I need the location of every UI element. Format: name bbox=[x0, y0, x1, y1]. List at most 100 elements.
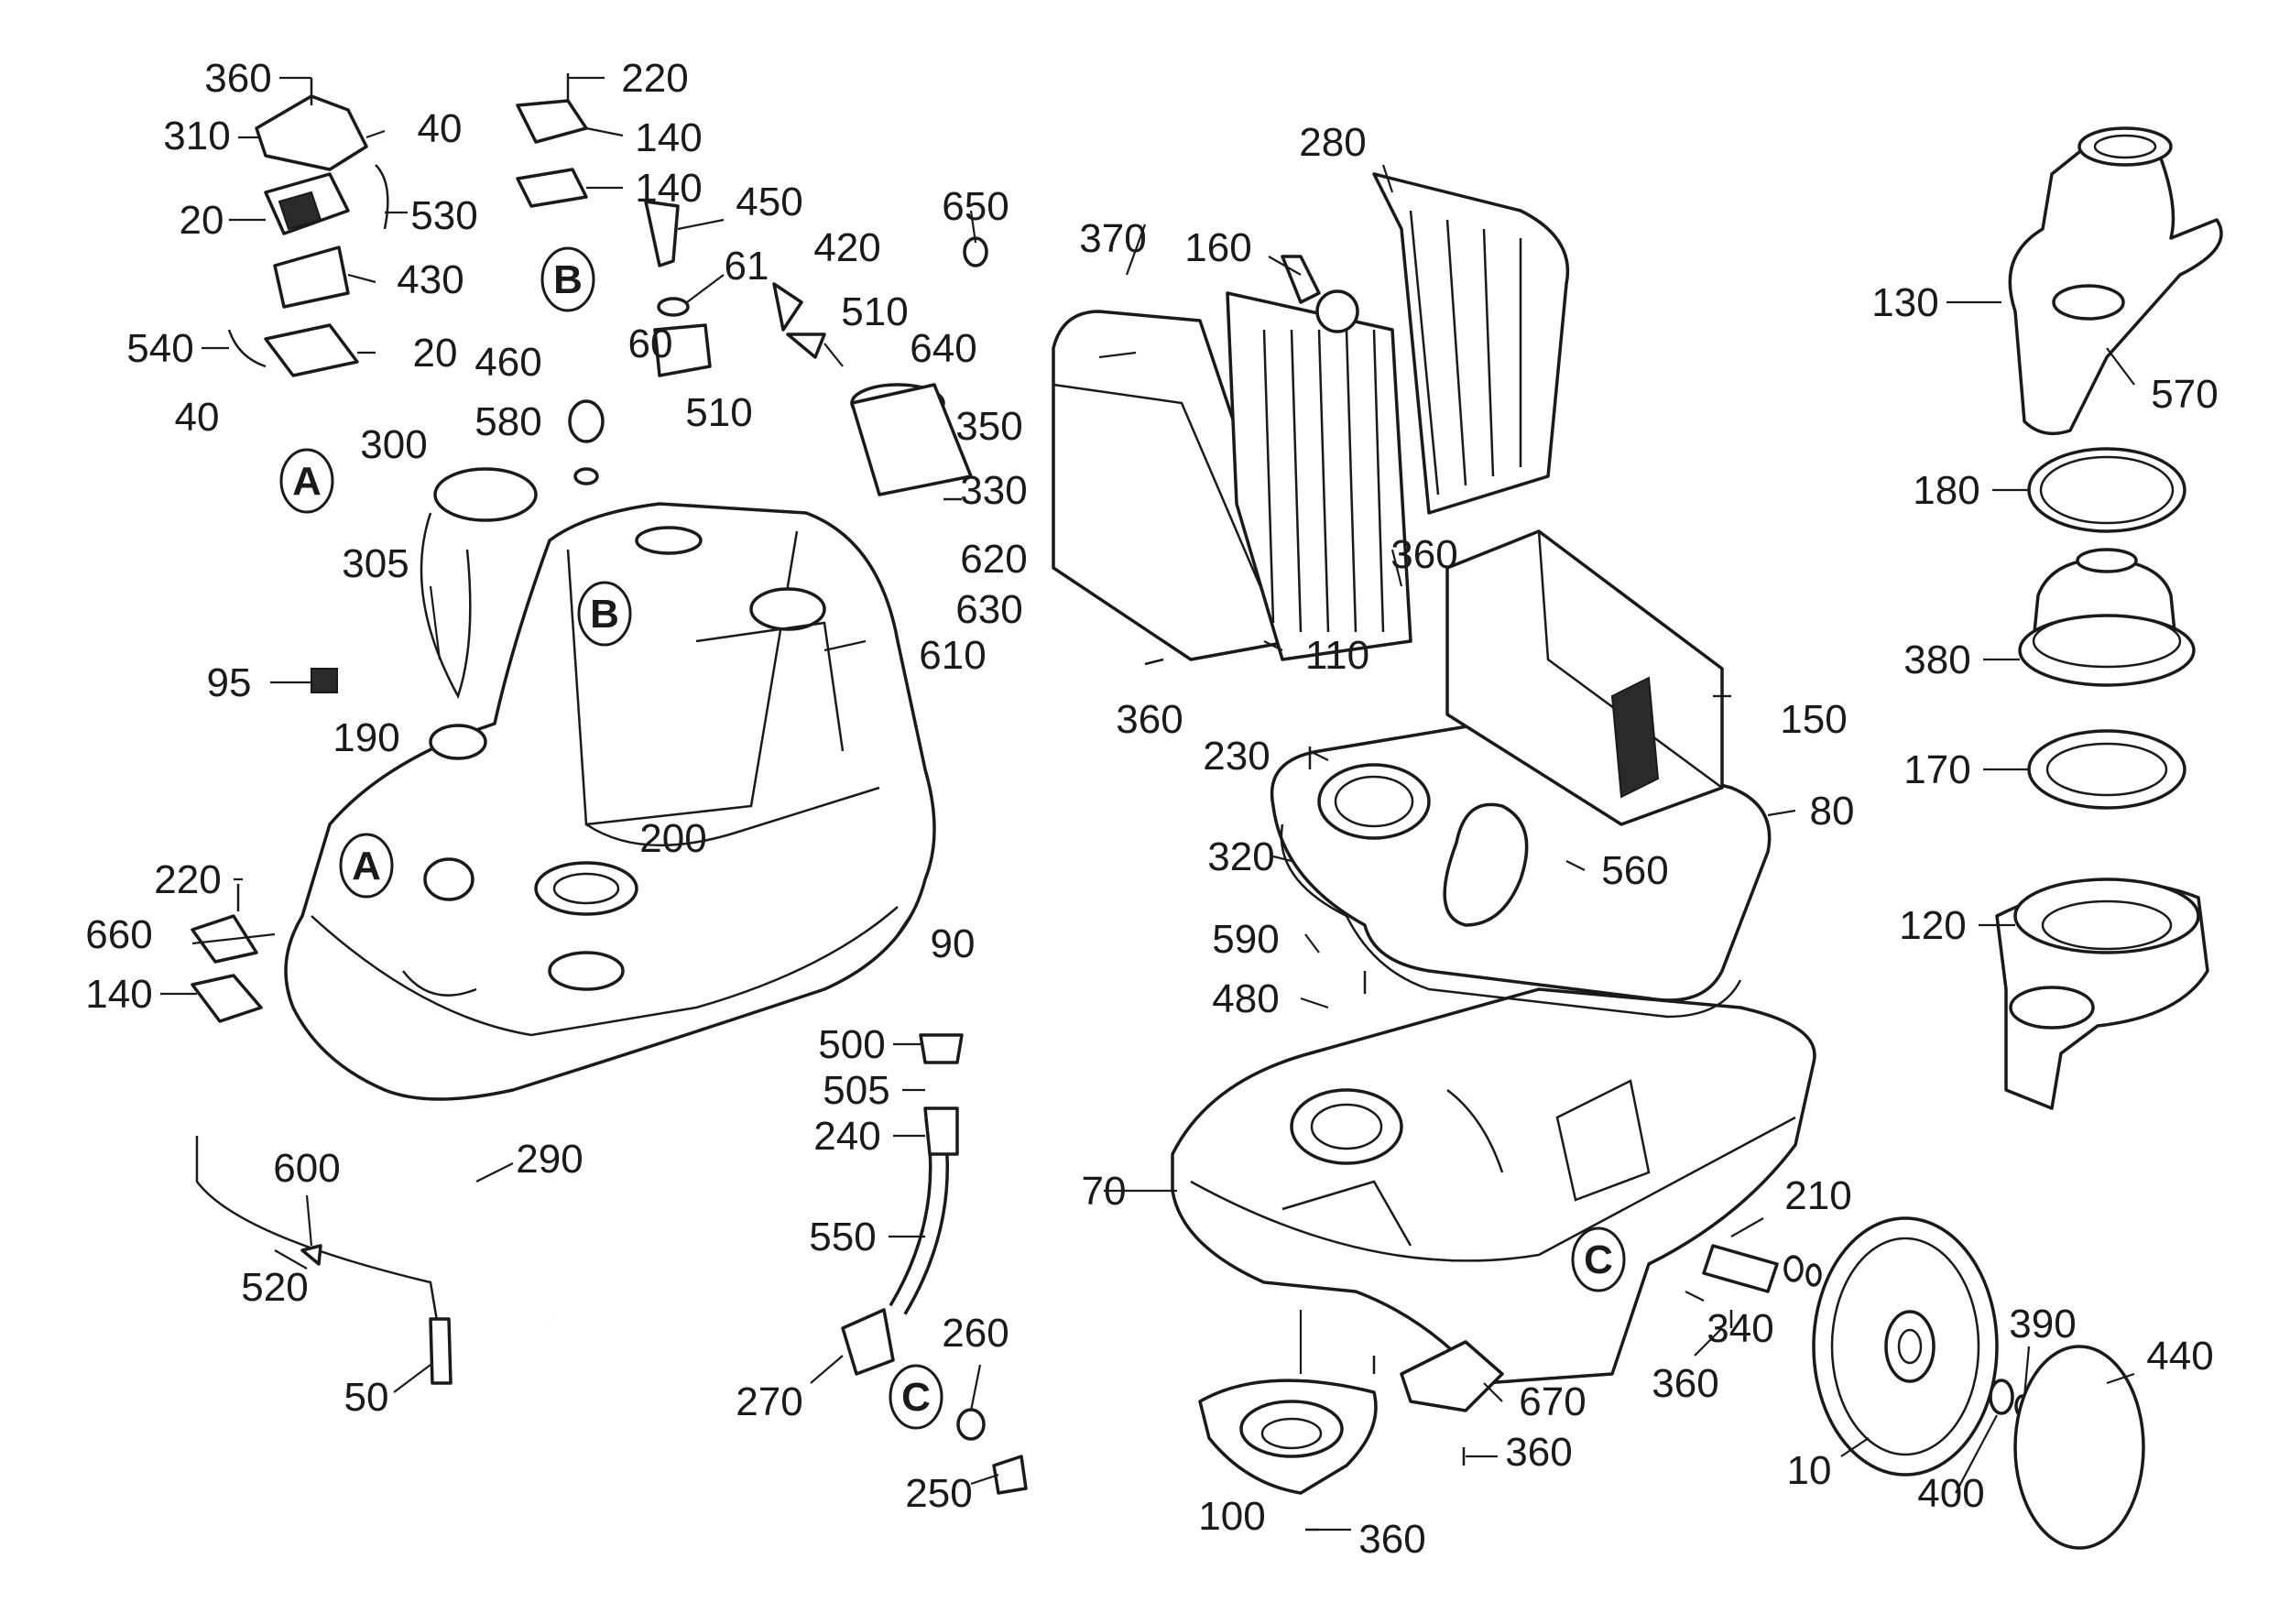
reference-markers bbox=[279, 246, 1626, 1430]
reference-letter: A bbox=[292, 459, 322, 504]
bracket-100-shape bbox=[1198, 1379, 1378, 1495]
part-label: 380 bbox=[1903, 638, 1970, 682]
part-label: 400 bbox=[1917, 1471, 1984, 1516]
part-label: 340 bbox=[1707, 1306, 1773, 1351]
part-label: 100 bbox=[1198, 1494, 1265, 1539]
part-label: 600 bbox=[273, 1146, 340, 1191]
part-label: 240 bbox=[813, 1114, 880, 1159]
part-label: 620 bbox=[960, 537, 1027, 582]
wheel-10-shape bbox=[1812, 1216, 1999, 1477]
shell-120-shape bbox=[1995, 877, 2209, 1110]
part-label: 420 bbox=[813, 225, 880, 270]
part-label: 220 bbox=[154, 857, 221, 902]
axle-210-shape bbox=[1702, 1244, 1822, 1293]
part-label: 290 bbox=[516, 1137, 583, 1182]
part-label: 430 bbox=[397, 257, 463, 302]
part-label: 40 bbox=[418, 106, 463, 151]
parts-group bbox=[191, 73, 2223, 1550]
part-label: 50 bbox=[344, 1375, 389, 1420]
housing-90-shape bbox=[284, 502, 936, 1101]
part-label: 510 bbox=[841, 289, 908, 334]
part-label: 230 bbox=[1203, 734, 1270, 779]
part-label: 530 bbox=[410, 193, 477, 238]
part-label: 560 bbox=[1601, 848, 1668, 893]
cover-670-shape bbox=[1400, 1340, 1504, 1412]
part-label: 370 bbox=[1079, 216, 1146, 261]
part-label: 610 bbox=[919, 633, 986, 678]
part-label: 220 bbox=[621, 56, 688, 101]
part-label: 110 bbox=[1305, 633, 1369, 678]
part-label: 280 bbox=[1299, 120, 1366, 165]
part-label: 310 bbox=[163, 114, 230, 158]
part-label: 660 bbox=[85, 912, 152, 957]
part-label: 300 bbox=[360, 422, 427, 467]
part-label: 120 bbox=[1899, 903, 1966, 948]
part-label: 650 bbox=[942, 184, 1009, 229]
part-label: 150 bbox=[1780, 697, 1847, 742]
reference-letter: A bbox=[352, 844, 381, 888]
part-label: 305 bbox=[342, 541, 409, 586]
electronics-110-shape bbox=[1052, 172, 1570, 661]
part-label: 80 bbox=[1810, 789, 1855, 834]
base-70-shape bbox=[1171, 987, 1816, 1385]
part-label: 640 bbox=[910, 326, 976, 371]
part-label: 70 bbox=[1082, 1169, 1127, 1214]
switch-assembly-shapes bbox=[191, 94, 988, 1023]
part-label: 360 bbox=[1505, 1430, 1572, 1475]
reference-letter: C bbox=[1584, 1237, 1613, 1282]
part-label: 200 bbox=[639, 816, 706, 861]
washer-400-shape bbox=[1989, 1379, 2014, 1415]
reference-letter: C bbox=[901, 1375, 931, 1420]
part-label: 190 bbox=[333, 715, 399, 760]
part-label: 540 bbox=[126, 326, 193, 371]
part-label: 330 bbox=[960, 468, 1027, 513]
motor-380-shape bbox=[2018, 548, 2196, 687]
part-label: 360 bbox=[1116, 697, 1183, 742]
part-label: 520 bbox=[241, 1265, 308, 1310]
part-label: 95 bbox=[207, 660, 252, 705]
battery-150-shape bbox=[1445, 529, 1724, 826]
part-label: 510 bbox=[685, 390, 752, 435]
part-label: 250 bbox=[905, 1471, 972, 1516]
part-label: 60 bbox=[628, 322, 673, 366]
part-label: 20 bbox=[413, 331, 458, 376]
part-label: 570 bbox=[2151, 372, 2218, 417]
cap-440-shape bbox=[2013, 1345, 2145, 1550]
part-label: 40 bbox=[175, 395, 220, 440]
part-label: 360 bbox=[1358, 1517, 1425, 1562]
part-number-labels: 360 310 20 540 40 40 530 430 20 220 140 140 450 61 60 6… bbox=[85, 56, 2218, 1562]
part-label: 10 bbox=[1787, 1448, 1832, 1493]
part-label: 140 bbox=[85, 972, 152, 1017]
part-label: 180 bbox=[1913, 468, 1979, 513]
part-label: 630 bbox=[955, 587, 1022, 632]
part-label: 210 bbox=[1784, 1173, 1851, 1218]
part-label: 360 bbox=[204, 56, 271, 101]
part-label: 61 bbox=[725, 244, 769, 289]
part-label: 670 bbox=[1519, 1379, 1586, 1424]
part-label: 440 bbox=[2146, 1334, 2213, 1379]
reference-letter-labels: A A B B C C bbox=[292, 257, 1613, 1420]
part-label: 320 bbox=[1207, 834, 1274, 879]
part-label: 360 bbox=[1390, 532, 1457, 577]
leader-lines bbox=[160, 76, 2135, 1531]
reference-letter: B bbox=[553, 257, 583, 302]
part-label: 90 bbox=[931, 921, 976, 966]
part-label: 260 bbox=[942, 1311, 1009, 1356]
ring-170-shape bbox=[2027, 729, 2186, 810]
part-label: 270 bbox=[736, 1379, 802, 1424]
part-label: 505 bbox=[823, 1068, 889, 1113]
part-label: 350 bbox=[955, 404, 1022, 449]
part-label: 580 bbox=[474, 399, 541, 444]
motor-housing-130-shape bbox=[2008, 126, 2223, 436]
part-label: 500 bbox=[818, 1022, 885, 1067]
part-label: 450 bbox=[736, 180, 802, 224]
part-label: 20 bbox=[180, 198, 224, 243]
part-label: 140 bbox=[635, 166, 702, 211]
part-label: 480 bbox=[1212, 976, 1279, 1021]
part-label: 140 bbox=[635, 115, 702, 160]
part-label: 360 bbox=[1652, 1361, 1718, 1406]
reference-letter: B bbox=[590, 592, 619, 637]
ring-180-shape bbox=[2027, 447, 2186, 533]
